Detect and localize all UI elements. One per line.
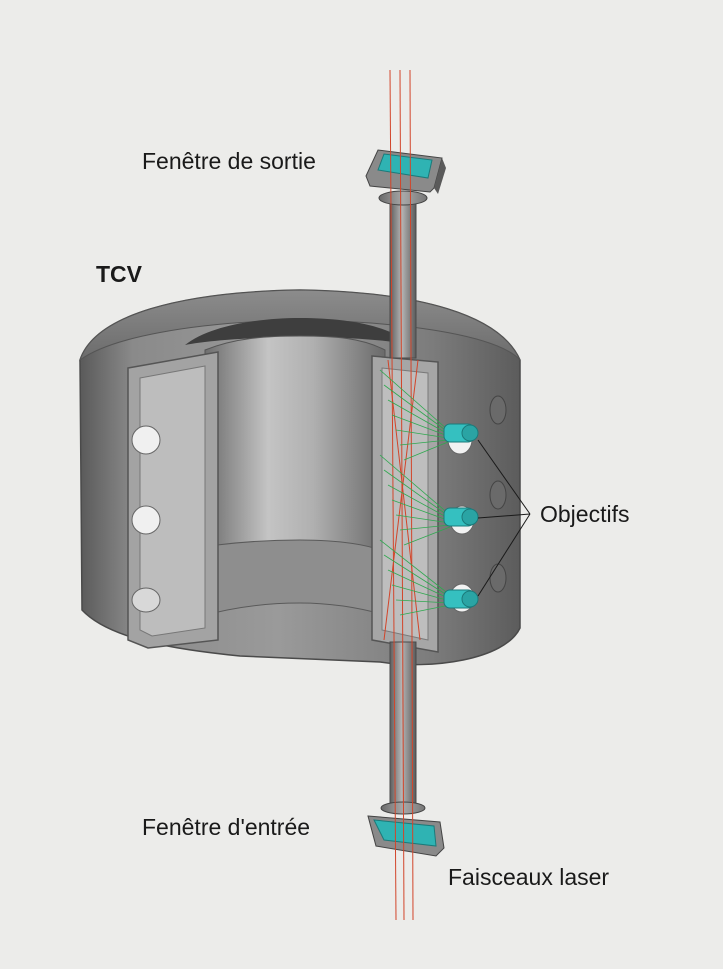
vessel-port-left-1 — [131, 425, 161, 455]
laser-beam-5 — [387, 359, 421, 641]
objective-lens-3 — [443, 589, 479, 609]
vessel-inner-hole — [185, 318, 410, 345]
objectives-leader-lines — [477, 439, 531, 597]
tcv-label: TCV — [96, 261, 142, 287]
objective-lens-1 — [443, 423, 479, 443]
laser-beams-label: Faisceaux laser — [448, 864, 610, 890]
vessel-port-far-2 — [489, 480, 507, 510]
exit-window — [365, 149, 446, 194]
vessel-port-left-3 — [131, 587, 161, 613]
laser-beam-4 — [383, 359, 419, 641]
exit-window-label: Fenêtre de sortie — [142, 148, 316, 174]
scattered-light-rays — [379, 369, 451, 616]
objective-lenses — [443, 423, 479, 609]
vessel-port-far-3 — [489, 563, 507, 593]
laser-beam-1 — [389, 69, 397, 921]
tcv-vessel — [79, 289, 521, 666]
entry-window — [367, 815, 445, 857]
exit-window-side — [434, 158, 446, 194]
upper-tube — [389, 197, 417, 359]
exit-window-glass — [377, 153, 433, 179]
entry-window-glass — [373, 819, 437, 847]
vessel-port-left-2 — [131, 505, 161, 535]
laser-beams — [383, 69, 421, 921]
vessel-port-far-1 — [489, 395, 507, 425]
objectives-label: Objectifs — [540, 501, 630, 527]
entry-window-label: Fenêtre d'entrée — [142, 814, 311, 840]
upper-flange — [378, 190, 428, 206]
objective-lens-2 — [443, 507, 479, 527]
laser-beam-3 — [409, 69, 414, 921]
